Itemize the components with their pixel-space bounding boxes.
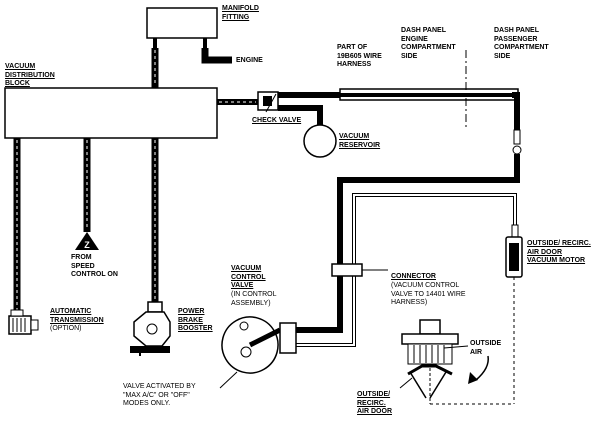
motor-to-valve-hose bbox=[295, 193, 517, 347]
vacuum-reservoir bbox=[303, 124, 337, 158]
brake-booster-mount bbox=[130, 346, 170, 353]
brake-booster-fitting bbox=[147, 301, 163, 313]
harness-end-fitting bbox=[513, 129, 521, 145]
control-valve-port-upper bbox=[239, 321, 249, 331]
transmission-modulator-nipple bbox=[30, 319, 39, 331]
label-dash-panel-engine-side: DASH PANEL ENGINE COMPARTMENT SIDE bbox=[401, 27, 456, 60]
vacuum-motor-band bbox=[509, 243, 519, 271]
engine-hose bbox=[201, 48, 232, 64]
label-vacuum-control-valve: VACUUM CONTROL VALVE bbox=[231, 265, 266, 289]
control-valve-lever bbox=[248, 327, 282, 348]
control-valve-hose-black bbox=[295, 154, 520, 333]
label-connector: CONNECTOR bbox=[391, 273, 436, 280]
label-automatic-transmission: AUTOMATIC TRANSMISSION bbox=[50, 308, 104, 324]
speed-control-marker-letter: Z bbox=[84, 240, 90, 250]
vacuum-distribution-block bbox=[4, 87, 218, 139]
door-actuator-cap bbox=[419, 319, 441, 335]
label-outside-recirc-vacuum-motor: OUTSIDE/ RECIRC. AIR DOOR VACUUM MOTOR bbox=[527, 240, 591, 264]
outside-air-leader bbox=[443, 345, 469, 349]
door-actuator-coil bbox=[407, 343, 453, 365]
label-engine: ENGINE bbox=[236, 57, 263, 64]
label-dash-panel-passenger-side: DASH PANEL PASSENGER COMPARTMENT SIDE bbox=[494, 27, 549, 60]
door-leader bbox=[399, 377, 413, 389]
label-outside-air: OUTSIDE AIR bbox=[470, 340, 502, 356]
motor-to-valve-hose-core bbox=[295, 194, 516, 346]
label-part-of-wire-harness: PART OF 19B605 WIRE HARNESS bbox=[337, 44, 382, 68]
transmission-modulator-body bbox=[8, 315, 32, 335]
air-door-left bbox=[409, 371, 427, 399]
transmission-modulator-cap bbox=[10, 309, 24, 317]
manifold-fitting bbox=[146, 7, 218, 39]
label-power-brake-booster: POWER BRAKE BOOSTER bbox=[178, 308, 213, 332]
label-in-control-assembly: (IN CONTROL ASSEMBLY) bbox=[231, 291, 277, 307]
label-vacuum-reservoir: VACUUM RESERVOIR bbox=[339, 133, 381, 149]
harness-end-connector bbox=[512, 145, 522, 155]
label-from-speed-control: FROM SPEED CONTROL ON bbox=[71, 254, 118, 278]
door-duct bbox=[407, 364, 453, 376]
speed-control-marker-triangle bbox=[75, 232, 99, 250]
control-valve-nipple bbox=[279, 322, 297, 354]
label-check-valve: CHECK VALVE bbox=[252, 117, 302, 124]
label-outside-recirc-air-door: OUTSIDE/ RECIRC. AIR DOOR bbox=[357, 391, 392, 415]
hose-connector bbox=[331, 263, 363, 277]
label-valve-activated-note: VALVE ACTIVATED BY "MAX A/C" OR "OFF" MO… bbox=[123, 383, 196, 407]
check-valve-nipple bbox=[263, 96, 272, 106]
brake-booster-port bbox=[146, 323, 158, 335]
vacuum-motor-fitting bbox=[511, 224, 519, 238]
harness-turn-hose bbox=[512, 92, 520, 130]
reservoir-hose bbox=[278, 105, 323, 125]
control-valve-port-lower bbox=[240, 346, 252, 358]
label-vacuum-distribution-block: VACUUM DISTRIBUTION BLOCK bbox=[5, 63, 55, 87]
check-valve-arrow bbox=[265, 93, 277, 113]
door-actuator-plate bbox=[401, 333, 459, 345]
outside-air-arrow bbox=[475, 355, 489, 381]
label-connector-note: (VACUUM CONTROL VALVE TO 14401 WIRE HARN… bbox=[391, 282, 466, 306]
label-option: (OPTION) bbox=[50, 325, 82, 332]
control-valve-leader bbox=[219, 371, 238, 389]
outside-air-arrowhead bbox=[468, 372, 478, 384]
air-door-right bbox=[429, 371, 447, 399]
label-manifold-fitting: MANIFOLD FITTING bbox=[222, 5, 259, 21]
